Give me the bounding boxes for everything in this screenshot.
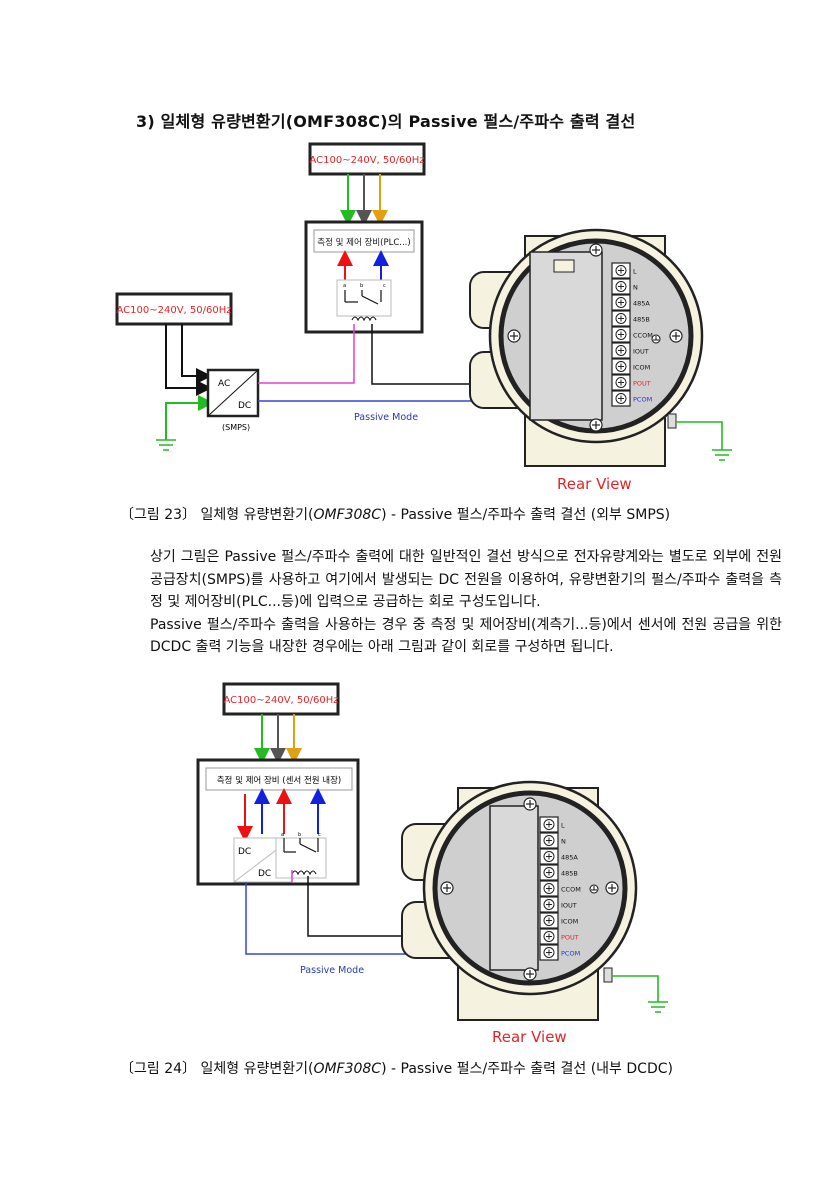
equipment-label-2: 측정 및 제어 장비 (센서 전원 내장) (217, 775, 342, 786)
svg-text:DC: DC (238, 847, 251, 857)
terminal-label-n: N (633, 284, 638, 292)
mode-label: Passive Mode (354, 412, 418, 423)
mode-label-2: Passive Mode (300, 965, 364, 976)
terminal-label-pcom: PCOM (561, 950, 580, 958)
svg-text:a: a (281, 832, 284, 838)
flowmeter-rear-view: LN 485A 485B CCOM IOUT ICOM POUT PCOM (469, 228, 732, 467)
rear-view-label: Rear View (557, 475, 632, 493)
wiring-diagram-external-smps: AC100~240V, 50/60Hz 측정 및 제어 장비(PLC...) a… (115, 142, 732, 493)
paragraph-line-2: Passive 펄스/주파수 출력을 사용하는 경우 중 측정 및 제어장비(계… (150, 616, 782, 656)
equipment-label: 측정 및 제어 장비(PLC...) (317, 237, 410, 248)
terminal-label-icom: ICOM (633, 364, 650, 372)
ac-source-top (308, 142, 426, 176)
terminal-label-l: L (633, 268, 637, 276)
terminal-label-ccom: CCOM (561, 886, 581, 894)
terminal-label-icom: ICOM (561, 918, 578, 926)
terminal-label-pout: POUT (561, 934, 579, 942)
svg-text:AC: AC (218, 379, 230, 389)
svg-text:c: c (318, 832, 321, 838)
ac-source-left (115, 292, 233, 326)
figure-24-caption: 〔그림 24〕 일체형 유량변환기(OMF308C) - Passive 펄스/… (120, 1061, 673, 1077)
svg-text:b: b (360, 283, 363, 289)
description-paragraph: 상기 그림은 Passive 펄스/주파수 출력에 대한 일반적인 결선 방식으… (150, 546, 782, 659)
terminal-label-pcom: PCOM (633, 396, 652, 404)
terminal-label-iout: IOUT (633, 348, 649, 356)
terminal-label-485b: 485B (633, 316, 650, 324)
svg-text:DC: DC (238, 401, 251, 411)
section-heading: 3) 일체형 유량변환기(OMF308C)의 Passive 펄스/주파수 출력… (136, 112, 636, 131)
wiring-diagram-internal-dcdc: AC100~240V, 50/60Hz 측정 및 제어 장비 (센서 전원 내장… (196, 682, 668, 1046)
rear-view-label-2: Rear View (492, 1028, 567, 1046)
terminal-label-485a: 485A (561, 854, 578, 862)
terminal-label-pout: POUT (633, 380, 651, 388)
svg-text:b: b (298, 832, 301, 838)
figure-23-caption: 〔그림 23〕 일체형 유량변환기(OMF308C) - Passive 펄스/… (120, 507, 671, 523)
ac-source-top-label: AC100~240V, 50/60Hz (310, 155, 425, 166)
terminal-label-n: N (561, 838, 566, 846)
svg-text:AC100~240V, 50/60Hz: AC100~240V, 50/60Hz (224, 695, 339, 706)
terminal-label-485b: 485B (561, 870, 578, 878)
terminal-strip: LN 485A 485B CCOM IOUT ICOM POUT PCOM (611, 262, 653, 407)
flowmeter-rear-view-2: LN 485A 485B CCOM IOUT ICOM POUT PCOM (401, 780, 668, 1021)
smps-label: (SMPS) (222, 423, 250, 432)
ac-source-top-2 (222, 682, 340, 716)
svg-text:DC: DC (258, 869, 271, 879)
terminal-label-iout: IOUT (561, 902, 577, 910)
svg-text:a: a (343, 283, 346, 289)
ac-source-left-label: AC100~240V, 50/60Hz (117, 305, 232, 316)
svg-text:c: c (383, 283, 386, 289)
terminal-label-ccom: CCOM (633, 332, 653, 340)
paragraph-line-1: 상기 그림은 Passive 펄스/주파수 출력에 대한 일반적인 결선 방식으… (150, 549, 782, 610)
terminal-label-485a: 485A (633, 300, 650, 308)
terminal-strip-2: LN 485A 485B CCOM IOUT ICOM POUT PCOM (539, 816, 581, 961)
terminal-label-l: L (561, 822, 565, 830)
